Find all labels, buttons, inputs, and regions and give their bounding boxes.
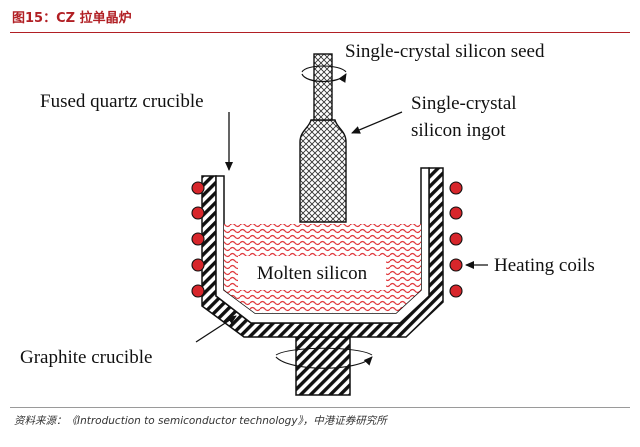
figure-title-text: 图15：CZ 拉单晶炉 [12,10,132,26]
heating-coils-left [191,181,205,298]
molten-label-box [238,256,386,290]
coil [191,284,205,298]
shaft-rotation-arrow-back [275,347,373,356]
graphite-leader [195,315,237,343]
figure-source: 资料来源：《Introduction to semiconductor tech… [14,415,387,427]
ingot-label-line1: Single-crystal [411,93,517,114]
footer-divider [10,407,630,408]
ingot-label-line2: silicon ingot [411,120,506,141]
graphite-shaft [295,336,351,396]
heating-coils-right [449,181,463,298]
figure-title: 图15：CZ 拉单晶炉 [12,6,132,26]
coil [449,258,463,272]
coil [449,284,463,298]
molten-silicon-label: Molten silicon [257,263,368,284]
coil [449,232,463,246]
quartz-crucible-label: Fused quartz crucible [40,91,204,112]
heating-coils-label: Heating coils [494,255,595,276]
header-divider [10,32,630,33]
coil [191,258,205,272]
coil [191,181,205,195]
coil [191,206,205,220]
ingot-leader [351,111,403,134]
shaft-rotation-arrow [275,356,373,369]
silicon-ingot [299,119,347,223]
coil [449,206,463,220]
coil [191,232,205,246]
graphite-crucible-label: Graphite crucible [20,347,152,368]
seed-label: Single-crystal silicon seed [345,41,545,62]
seed-rotation-arrow [301,73,347,83]
seed-rod [313,53,333,121]
coil [449,181,463,195]
seed-rotation-arrow-back [301,65,347,73]
